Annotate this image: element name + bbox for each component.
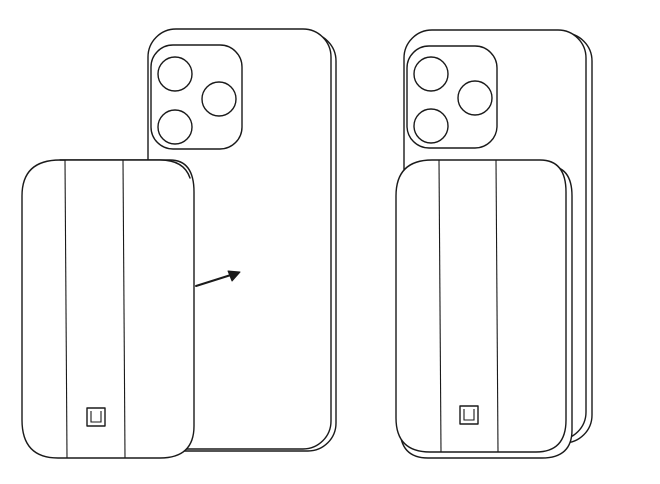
camera-module-left <box>150 44 243 150</box>
power-bank-band-line-left <box>64 159 68 459</box>
camera-lens-right <box>457 80 493 116</box>
brand-logo-icon <box>459 405 479 425</box>
power-bank-band-line-right <box>122 159 126 459</box>
right-panel-attached <box>395 29 593 459</box>
power-bank-right <box>395 159 573 459</box>
power-bank-top-edge <box>59 159 191 179</box>
camera-lens-top <box>413 56 449 92</box>
camera-lens-top <box>157 56 193 92</box>
camera-lens-right <box>201 81 237 117</box>
power-bank-band-line-left <box>438 159 442 453</box>
camera-module-right <box>406 45 498 149</box>
camera-lens-bottom <box>157 109 193 145</box>
logo-frame <box>459 405 479 425</box>
logo-frame <box>86 407 106 427</box>
camera-lens-bottom <box>413 108 449 144</box>
brand-logo-icon <box>86 407 106 427</box>
left-panel-attaching <box>21 28 337 459</box>
logo-letter-u <box>90 411 102 423</box>
power-bank-shell <box>21 159 195 459</box>
power-bank-band-line-right <box>495 159 499 453</box>
power-bank-shell <box>395 159 567 453</box>
power-bank-left <box>21 159 195 459</box>
arrow-icon <box>195 270 241 287</box>
logo-letter-u <box>463 409 475 421</box>
